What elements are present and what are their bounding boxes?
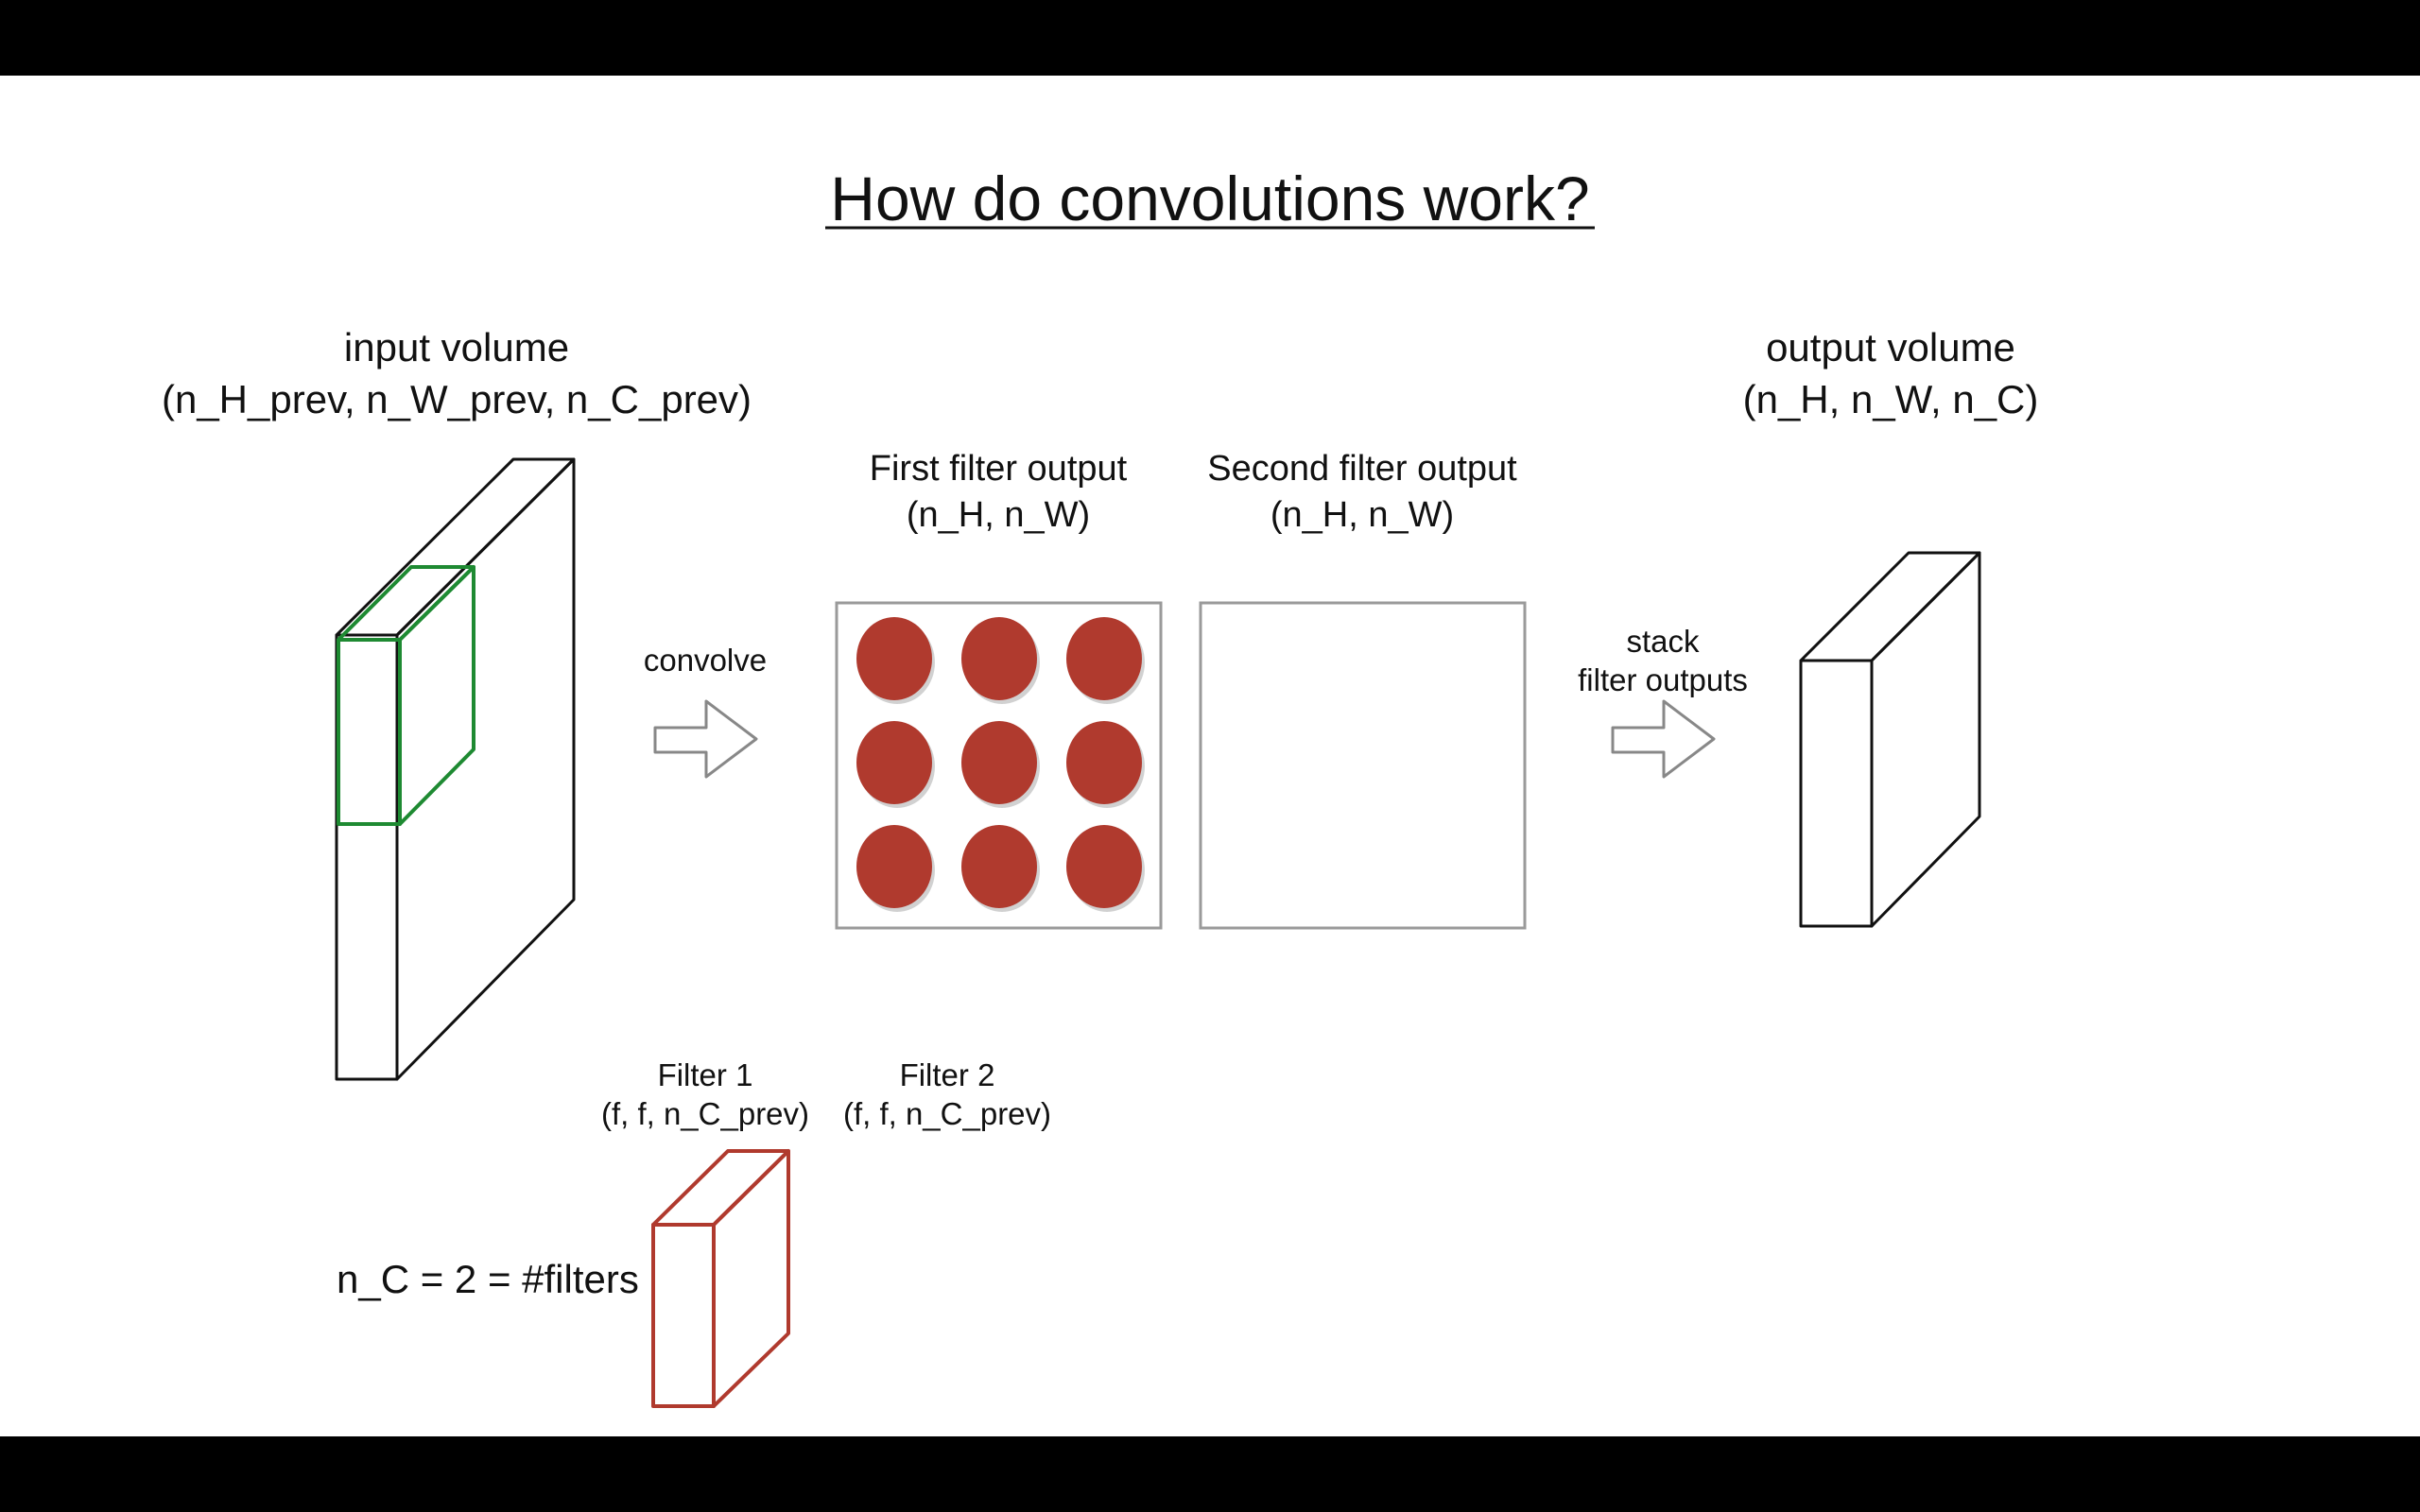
first-filter-output-shape: (n_H, n_W) — [907, 495, 1090, 535]
stack-arrow — [1611, 699, 1716, 779]
input-side-face — [395, 457, 576, 1081]
filter1-shape: (f, f, n_C_prev) — [601, 1096, 809, 1131]
output-side-face — [1870, 551, 1981, 928]
stack-label-line1: stack — [1626, 624, 1700, 659]
output-volume-label: output volume — [1766, 325, 2015, 369]
output-dot — [856, 721, 932, 804]
second-filter-output-label: Second filter output — [1207, 449, 1517, 489]
slide: How do convolutions work? input volume (… — [0, 76, 2420, 1436]
second-filter-output-shape: (n_H, n_W) — [1270, 495, 1454, 535]
output-dot — [1066, 617, 1142, 700]
output-dot — [961, 825, 1037, 908]
input-front-face — [335, 633, 399, 1081]
filter1-prism — [651, 1149, 790, 1408]
filter1-top-face — [651, 1149, 790, 1227]
first-filter-output-grid — [856, 617, 1145, 912]
input-volume-shape: (n_H_prev, n_W_prev, n_C_prev) — [162, 377, 752, 421]
output-dot — [1066, 721, 1142, 804]
convolve-arrow — [653, 699, 758, 779]
output-top-face — [1799, 551, 1981, 662]
filter1-front-face — [651, 1223, 716, 1408]
output-dot — [856, 825, 932, 908]
filter-window-front — [337, 638, 402, 826]
output-dot — [961, 721, 1037, 804]
convolve-label: convolve — [644, 643, 767, 678]
filter2-label: Filter 2 — [900, 1057, 995, 1092]
letterbox-top — [0, 0, 2420, 76]
output-dot — [856, 617, 932, 700]
letterbox-bottom — [0, 1436, 2420, 1512]
output-volume-shape: (n_H, n_W, n_C) — [1743, 377, 2039, 421]
input-volume-prism — [335, 457, 576, 1081]
nc-label: n_C = 2 = #filters — [337, 1257, 639, 1301]
output-front-face — [1799, 659, 1874, 928]
first-filter-output-box — [835, 601, 1163, 930]
slide-title: How do convolutions work? — [830, 163, 1589, 233]
input-volume-label: input volume — [344, 325, 569, 369]
convolution-diagram: How do convolutions work? input volume (… — [162, 163, 2039, 1408]
filter1-side-face — [712, 1149, 790, 1408]
output-dot — [1066, 825, 1142, 908]
first-filter-output-label: First filter output — [870, 449, 1128, 489]
output-dot — [961, 617, 1037, 700]
second-filter-output-box — [1199, 601, 1527, 930]
filter-window-side — [398, 565, 475, 826]
stack-label-line2: filter outputs — [1578, 662, 1748, 697]
filter2-shape: (f, f, n_C_prev) — [843, 1096, 1051, 1131]
filter-window — [337, 565, 475, 826]
output-volume-prism — [1799, 551, 1981, 928]
filter1-label: Filter 1 — [658, 1057, 753, 1092]
